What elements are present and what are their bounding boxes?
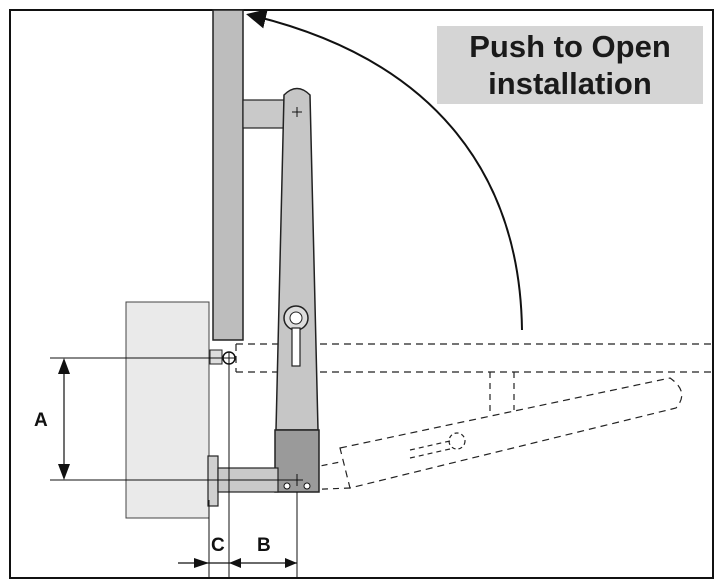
title-line-2: installation xyxy=(488,66,652,101)
closed-release-dashed xyxy=(448,432,466,450)
title-box: Push to Open installation xyxy=(437,26,703,104)
wall-bracket-plate xyxy=(207,455,219,507)
gate-bracket xyxy=(242,99,289,129)
pillar xyxy=(125,301,210,519)
title-line-1: Push to Open xyxy=(469,29,671,64)
closed-bracket-dashed xyxy=(489,372,515,416)
gate-leaf xyxy=(212,9,244,341)
closed-gate-dashed xyxy=(235,343,713,373)
opening-arc-arrow xyxy=(246,8,523,331)
diagram-border xyxy=(9,9,714,579)
operator-arm xyxy=(275,87,319,431)
dimension-b-label: B xyxy=(257,535,271,556)
closed-operator-dashed xyxy=(339,377,683,489)
hinge-bracket xyxy=(209,349,223,365)
dimension-c-label: C xyxy=(211,535,225,556)
dimension-a-label: A xyxy=(34,410,48,431)
